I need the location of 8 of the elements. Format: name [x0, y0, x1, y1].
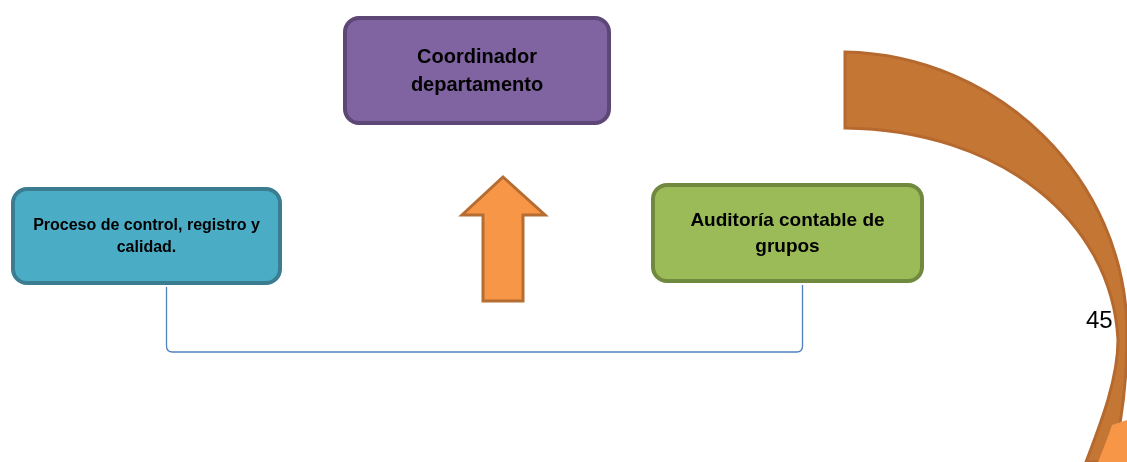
process-box [343, 16, 611, 125]
box-label: Auditoría contable de grupos [689, 207, 886, 258]
box-label: Coordinador departamento [409, 44, 545, 97]
page-number: 45 [1086, 305, 1113, 335]
process-box [651, 183, 924, 283]
box-label: Proceso de control, registro y calidad. [32, 215, 261, 257]
connector-line [165, 284, 804, 353]
process-box [11, 187, 282, 285]
